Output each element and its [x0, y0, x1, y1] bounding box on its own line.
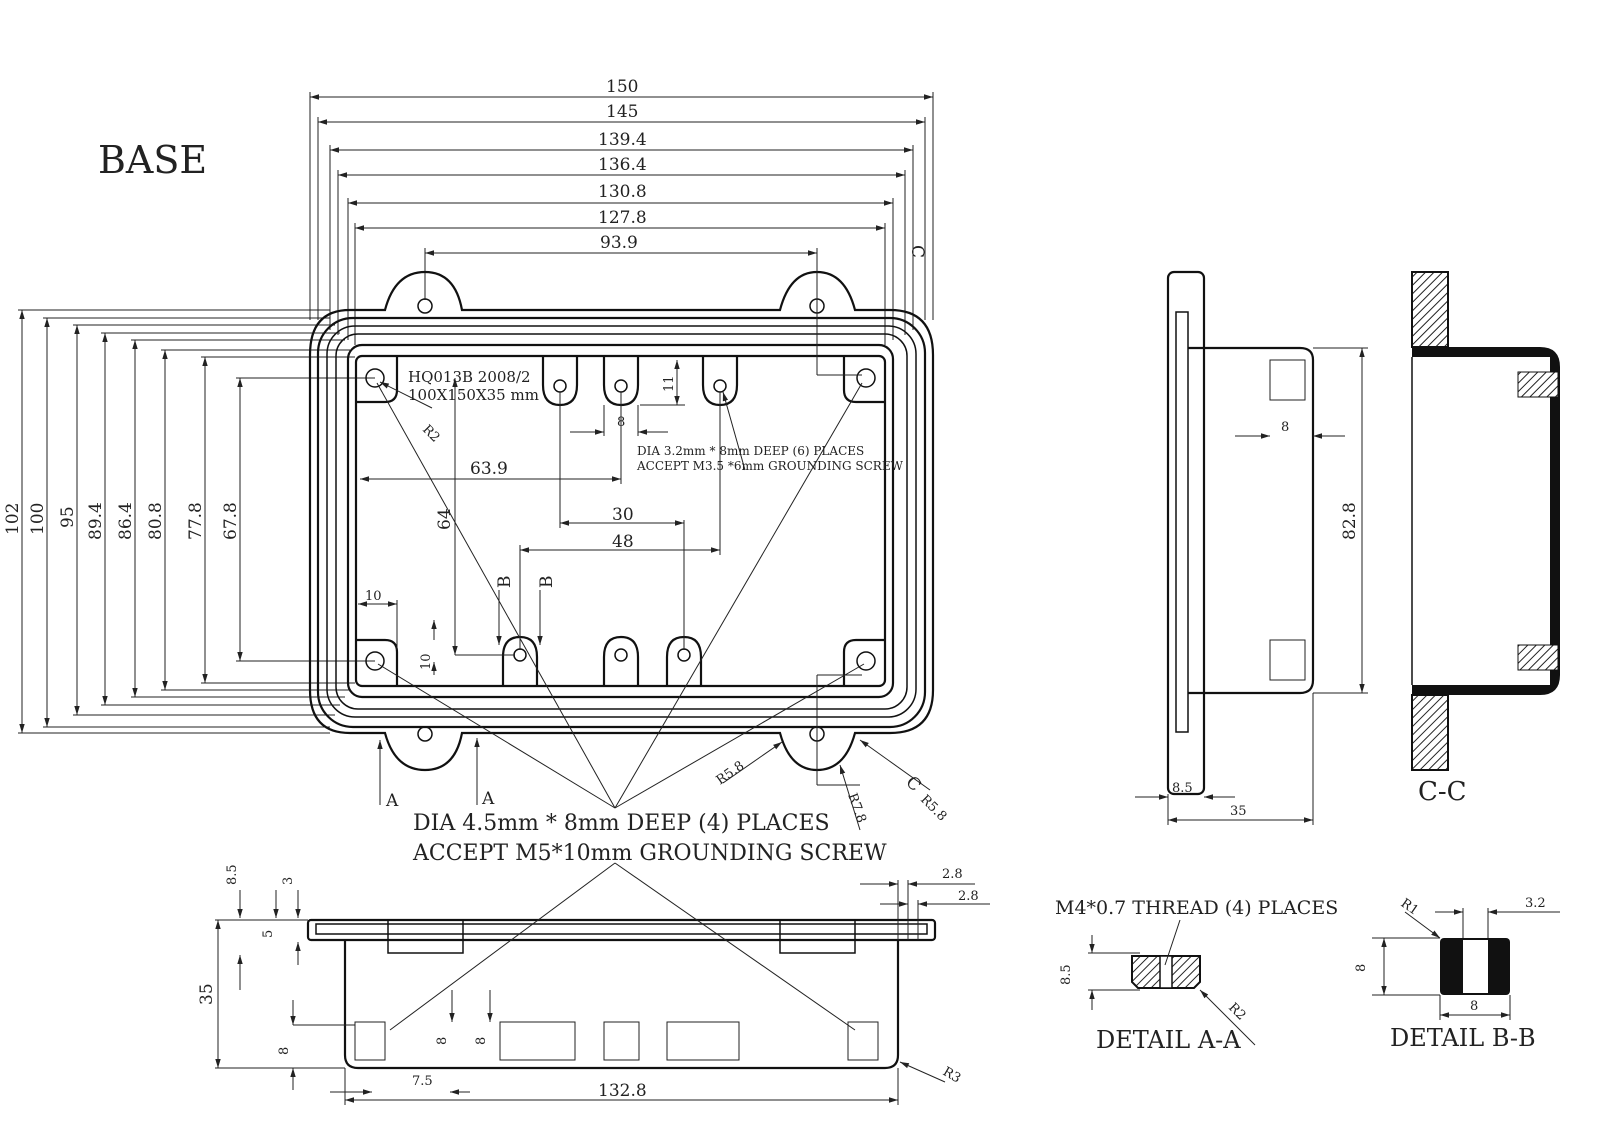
radius-r5-8-left: R5.8	[714, 759, 748, 789]
large-hole-note-line-2: ACCEPT M5*10mm GROUNDING SCREW	[412, 841, 887, 866]
side-dim-35: 35	[1230, 804, 1247, 819]
radius-r5-8-right: R5.8	[917, 792, 949, 824]
detail-a-a-label: DETAIL A-A	[1096, 1026, 1241, 1054]
detail-b-b-dim-8-h: 8	[1470, 999, 1478, 1014]
boss-hole	[365, 368, 385, 388]
detail-b-b-radius-r1: R1	[1398, 896, 1421, 919]
view-title: BASE	[98, 138, 207, 182]
dim-89-4: 89.4	[86, 502, 106, 540]
section-mark-a-right: A	[481, 789, 495, 809]
front-dim-8-a: 8	[277, 1047, 292, 1055]
large-hole-note-line-1: DIA 4.5mm * 8mm DEEP (4) PLACES	[413, 811, 830, 836]
section-mark-a-left: A	[385, 791, 399, 811]
plan-dimension-lines	[358, 253, 931, 831]
dim-67-8: 67.8	[221, 502, 241, 540]
front-dim-2-8-b: 2.8	[958, 889, 979, 904]
dim-30: 30	[612, 505, 634, 525]
dim-8-tab: 8	[617, 415, 625, 430]
section-mark-c-bottom: C	[901, 772, 924, 795]
dim-48: 48	[612, 532, 634, 552]
section-mark-b-left: B	[495, 576, 515, 589]
front-view	[215, 862, 990, 1105]
dim-150: 150	[606, 77, 638, 97]
front-dim-8-5: 8.5	[225, 864, 240, 885]
dim-10-v: 10	[419, 653, 434, 670]
dim-86-4: 86.4	[116, 502, 136, 540]
dim-64: 64	[435, 508, 455, 530]
dim-100: 100	[28, 503, 48, 535]
dim-145: 145	[606, 102, 638, 122]
dim-10-h: 10	[365, 589, 382, 604]
model-label-line-2: 100X150X35 mm	[408, 386, 539, 404]
dim-63-9: 63.9	[470, 459, 508, 479]
dim-95: 95	[58, 506, 78, 528]
dim-102: 102	[3, 503, 23, 535]
detail-a-a-radius-r2: R2	[1225, 1000, 1248, 1023]
dim-136-4: 136.4	[598, 155, 647, 175]
section-mark-c-top: C	[907, 245, 927, 258]
detail-b-b-dim-3-2: 3.2	[1525, 896, 1546, 911]
detail-b-b-label: DETAIL B-B	[1390, 1024, 1536, 1052]
front-dim-8-b: 8	[435, 1037, 450, 1045]
model-label-line-1: HQ013B 2008/2	[408, 368, 531, 386]
dim-139-4: 139.4	[598, 130, 647, 150]
front-dim-35: 35	[197, 983, 217, 1005]
detail-a-a-note: M4*0.7 THREAD (4) PLACES	[1055, 897, 1338, 919]
side-dim-8-5: 8.5	[1172, 781, 1193, 796]
dim-93-9: 93.9	[600, 233, 638, 253]
dim-127-8: 127.8	[598, 208, 647, 228]
small-hole-note-line-2: ACCEPT M3.5 *6mm GROUNDING SCREW	[636, 459, 904, 473]
dim-80-8: 80.8	[146, 502, 166, 540]
front-radius-r3: R3	[940, 1064, 963, 1086]
radius-r2: R2	[419, 422, 442, 445]
front-dim-3: 3	[281, 877, 296, 885]
side-view	[1135, 270, 1368, 825]
small-hole-note-line-1: DIA 3.2mm * 8mm DEEP (6) PLACES	[637, 444, 864, 458]
left-dimensions: 102 100 95 89.4 86.4 80.8 77.8 67.8	[3, 309, 375, 734]
detail-a-a-dim-8-5: 8.5	[1059, 964, 1074, 985]
radius-r7-8: R7.8	[844, 791, 869, 825]
side-dim-82-8: 82.8	[1340, 502, 1360, 540]
detail-b-b	[1372, 908, 1560, 1020]
detail-a-a	[1088, 919, 1256, 1046]
front-dim-7-5: 7.5	[412, 1074, 433, 1089]
top-dimensions: 150 145 139.4 136.4 130.8 127.8 93.9	[309, 77, 934, 375]
dim-77-8: 77.8	[186, 502, 206, 540]
section-c-c	[1411, 271, 1560, 771]
dim-130-8: 130.8	[598, 182, 647, 202]
section-mark-b-right: B	[537, 576, 557, 589]
front-dim-132-8: 132.8	[598, 1081, 647, 1101]
front-dim-8-c: 8	[474, 1037, 489, 1045]
detail-b-b-dim-8-v: 8	[1354, 964, 1369, 972]
side-dim-8: 8	[1281, 420, 1289, 435]
front-dim-5: 5	[261, 930, 276, 938]
section-c-c-label: C-C	[1418, 777, 1467, 807]
front-dim-2-8-a: 2.8	[942, 867, 963, 882]
dim-11: 11	[662, 375, 677, 392]
